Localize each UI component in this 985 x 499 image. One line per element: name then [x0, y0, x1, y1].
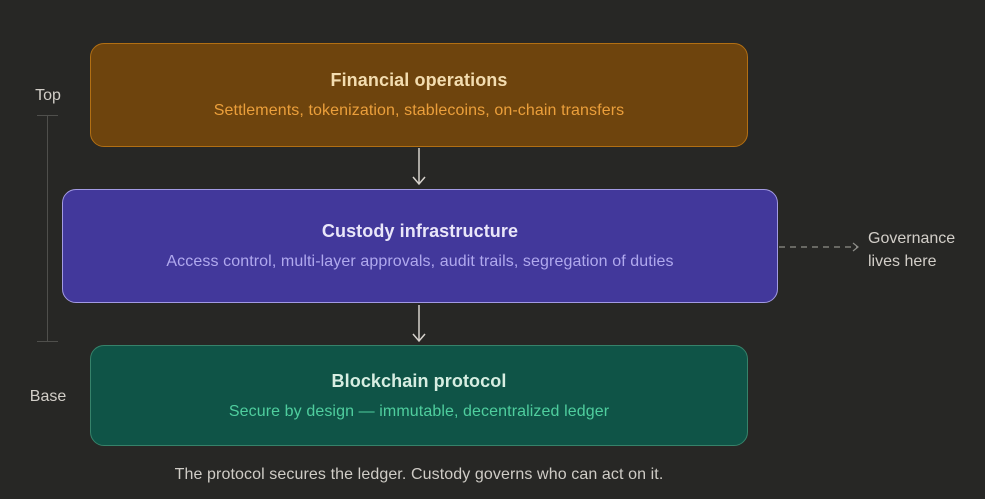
layer-title: Financial operations: [330, 70, 508, 90]
arrow-down-icon: [412, 305, 426, 343]
layer-title: Blockchain protocol: [331, 370, 507, 391]
layer-financial-operations: Financial operations Settlements, tokeni…: [90, 43, 748, 147]
layer-subtitle: Secure by design — immutable, decentrali…: [228, 402, 610, 420]
layer-subtitle: Access control, multi-layer approvals, a…: [166, 253, 674, 270]
layer-subtitle: Settlements, tokenization, stablecoins, …: [213, 102, 625, 119]
axis-line: [37, 115, 58, 342]
dashed-arrow-right-icon: [779, 242, 859, 252]
layer-blockchain-protocol: Blockchain protocol Secure by design — i…: [90, 345, 748, 446]
axis-label-base: Base: [29, 388, 67, 405]
arrow-down-icon: [412, 148, 426, 186]
layer-custody-infrastructure: Custody infrastructure Access control, m…: [62, 189, 778, 303]
diagram-caption: The protocol secures the ledger. Custody…: [174, 466, 664, 483]
layer-title: Custody infrastructure: [321, 221, 519, 241]
axis-label-top: Top: [35, 87, 61, 104]
governance-callout-label: Governance lives here: [868, 230, 956, 270]
